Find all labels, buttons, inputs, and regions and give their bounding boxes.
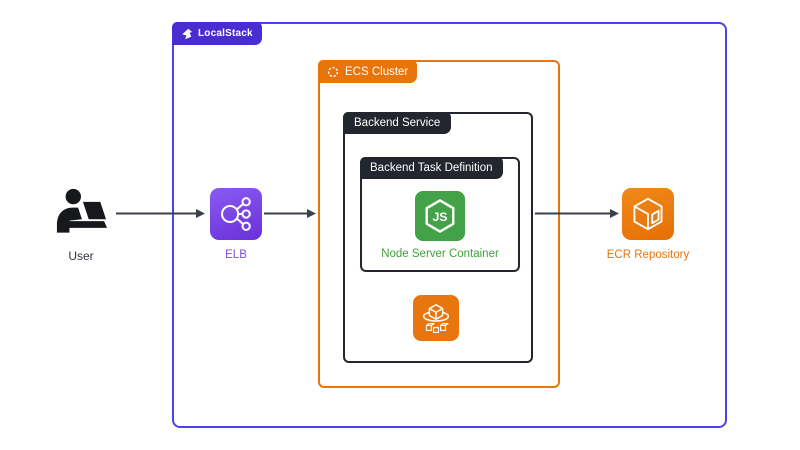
elastic-load-balancer-icon	[214, 192, 258, 236]
backend-task-definition-tab: Backend Task Definition	[360, 157, 503, 179]
localstack-tab: LocalStack	[172, 22, 262, 45]
person-at-laptop-icon	[55, 188, 107, 235]
backend-service-tab: Backend Service	[343, 112, 452, 134]
ecs-cluster-icon	[327, 66, 339, 78]
ecr-repository-label: ECR Repository	[606, 249, 690, 261]
nodejs-js-badge: JS	[432, 210, 447, 224]
user-node	[55, 188, 107, 235]
elb-label: ELB	[225, 249, 247, 261]
backend-task-definition-label: Backend Task Definition	[370, 162, 493, 174]
localstack-logo-icon	[181, 28, 193, 40]
node-server-container-label: Node Server Container	[381, 248, 499, 260]
localstack-label: LocalStack	[198, 28, 253, 39]
elb-node	[210, 188, 262, 240]
nodejs-icon: JS	[418, 194, 462, 238]
ecs-cluster-box	[318, 60, 560, 388]
localstack-container-box	[172, 22, 727, 428]
ecs-service-node	[413, 295, 459, 341]
user-label: User	[68, 249, 94, 263]
node-server-container-node: JS	[415, 191, 465, 241]
ecs-cluster-label: ECS Cluster	[345, 65, 409, 78]
ecs-cluster-tab: ECS Cluster	[318, 60, 418, 83]
backend-service-label: Backend Service	[354, 117, 441, 129]
ecr-repository-icon	[626, 192, 670, 236]
ecr-repository-node	[622, 188, 674, 240]
ecs-service-icon	[417, 299, 455, 337]
